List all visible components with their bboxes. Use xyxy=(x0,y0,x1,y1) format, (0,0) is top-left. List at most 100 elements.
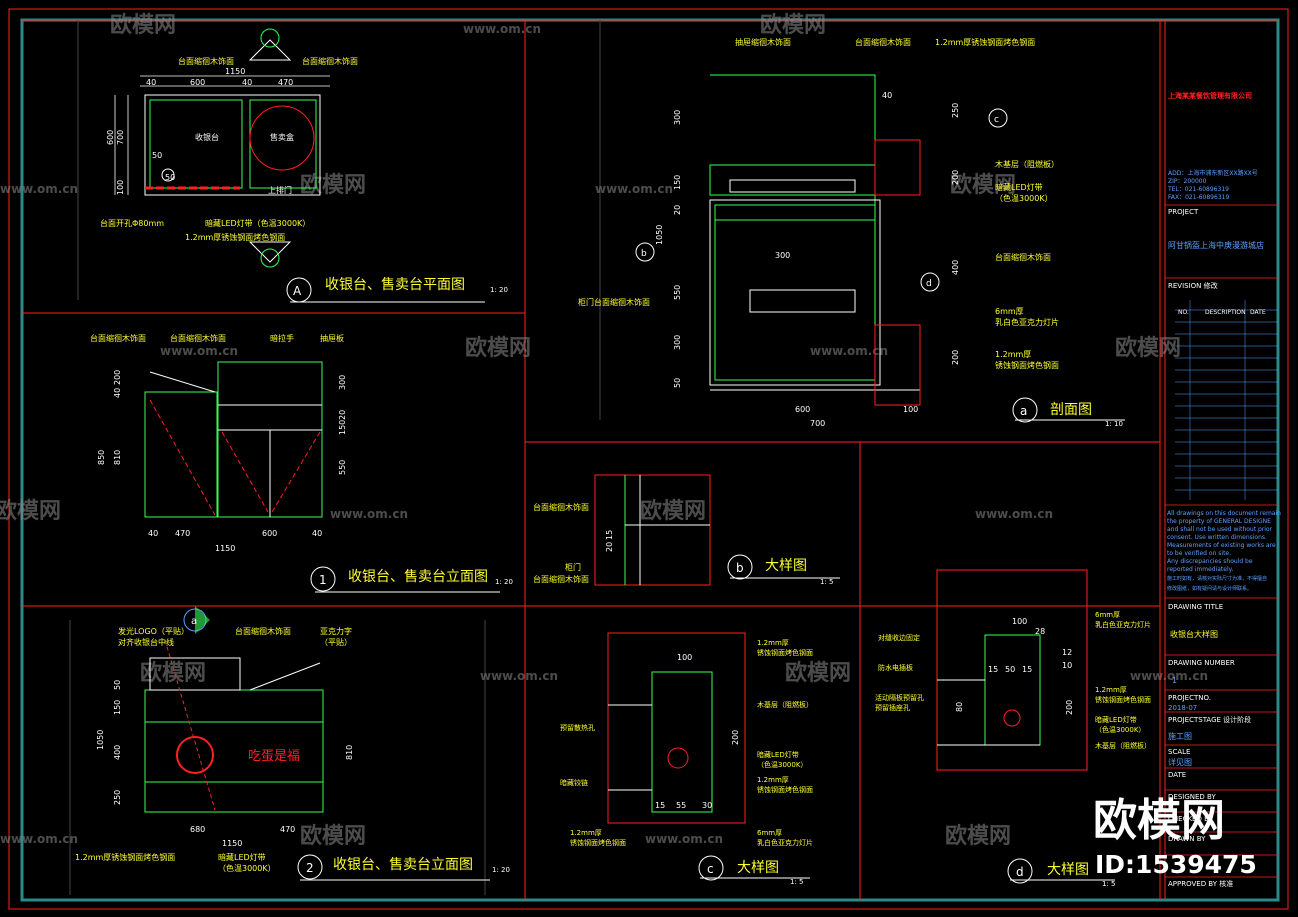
svg-text:100: 100 xyxy=(1012,617,1027,626)
svg-text:40: 40 xyxy=(148,529,158,538)
svg-text:木基层（阻燃板）: 木基层（阻燃板） xyxy=(757,700,813,709)
svg-text:600: 600 xyxy=(106,130,115,145)
sheet-frame xyxy=(8,8,1289,910)
svg-text:预留散热孔: 预留散热孔 xyxy=(560,723,595,732)
svg-text:50: 50 xyxy=(673,378,682,388)
svg-text:700: 700 xyxy=(116,130,125,145)
svg-text:700: 700 xyxy=(810,419,825,428)
svg-text:PROJECT: PROJECT xyxy=(1168,208,1199,216)
detail-view-b: 台面缩徊木饰面 柜门 台面缩徊木饰面 15 20 b 大样图 1: 5 xyxy=(533,474,840,586)
svg-text:大样图: 大样图 xyxy=(1047,862,1089,878)
svg-text:（平贴）: （平贴） xyxy=(320,637,352,647)
svg-text:80: 80 xyxy=(955,702,964,712)
svg-text:150: 150 xyxy=(338,420,347,435)
svg-text:抽屉缩徊木饰面: 抽屉缩徊木饰面 xyxy=(735,37,791,47)
svg-text:（色温3000K）: （色温3000K） xyxy=(218,863,276,873)
svg-text:DESIGNED BY: DESIGNED BY xyxy=(1168,793,1216,801)
svg-text:1.2mm厚: 1.2mm厚 xyxy=(1095,686,1127,694)
svg-text:200: 200 xyxy=(731,730,740,745)
svg-text:1150: 1150 xyxy=(215,544,235,553)
svg-text:1: 1 xyxy=(319,573,327,587)
svg-text:售卖盒: 售卖盒 xyxy=(270,132,294,142)
svg-text:1: 5: 1: 5 xyxy=(790,878,804,886)
svg-text:www.om.cn: www.om.cn xyxy=(0,832,78,846)
svg-text:台面缩徊木饰面: 台面缩徊木饰面 xyxy=(533,574,589,584)
svg-text:锈蚀钢面烤色钢面: 锈蚀钢面烤色钢面 xyxy=(570,838,626,847)
svg-text:550: 550 xyxy=(673,285,682,300)
svg-text:收银台、售卖台立面图: 收银台、售卖台立面图 xyxy=(333,857,473,873)
svg-text:100: 100 xyxy=(116,180,125,195)
svg-text:阿甘锅盔上海中庚漫游城店: 阿甘锅盔上海中庚漫游城店 xyxy=(1168,240,1264,250)
svg-text:欧模网: 欧模网 xyxy=(300,823,366,849)
svg-text:d: d xyxy=(1016,865,1024,879)
svg-text:欧模网: 欧模网 xyxy=(110,12,176,38)
svg-text:对缝收边固定: 对缝收边固定 xyxy=(878,633,920,642)
svg-text:300: 300 xyxy=(673,110,682,125)
svg-text:REVISION 修改: REVISION 修改 xyxy=(1168,281,1218,290)
svg-text:Any discrepancies should be: Any discrepancies should be xyxy=(1167,558,1253,565)
svg-text:10: 10 xyxy=(1062,661,1072,670)
svg-text:乳白色亚克力灯片: 乳白色亚克力灯片 xyxy=(995,317,1059,327)
svg-text:预留插座孔: 预留插座孔 xyxy=(875,703,910,712)
svg-text:详见图: 详见图 xyxy=(1168,757,1192,767)
svg-text:DATE: DATE xyxy=(1168,771,1186,779)
svg-text:乳白色亚克力灯片: 乳白色亚克力灯片 xyxy=(757,838,813,847)
svg-text:CHECKED BY: CHECKED BY xyxy=(1168,815,1214,823)
svg-text:400: 400 xyxy=(113,745,122,760)
svg-text:柜门: 柜门 xyxy=(565,562,581,572)
svg-text:www.om.cn: www.om.cn xyxy=(810,344,888,358)
section-marker-icon: a xyxy=(183,606,210,634)
svg-text:台面缩徊木饰面: 台面缩徊木饰面 xyxy=(855,37,911,47)
svg-text:木基层（阻燃板）: 木基层（阻燃板） xyxy=(995,159,1059,169)
svg-text:1150: 1150 xyxy=(222,839,242,848)
svg-text:欧模网: 欧模网 xyxy=(950,172,1016,198)
svg-text:ID:1539475: ID:1539475 xyxy=(1095,850,1257,879)
svg-text:1: 1 xyxy=(1172,676,1177,685)
svg-text:1: 20: 1: 20 xyxy=(495,578,513,586)
svg-text:暗藏铰链: 暗藏铰链 xyxy=(560,778,588,787)
svg-text:欧模网: 欧模网 xyxy=(300,172,366,198)
svg-text:40: 40 xyxy=(312,529,322,538)
svg-text:收银台、售卖台立面图: 收银台、售卖台立面图 xyxy=(348,569,488,585)
svg-text:APPROVED BY 核准: APPROVED BY 核准 xyxy=(1168,879,1233,888)
svg-text:PROJECTSTAGE 设计阶段: PROJECTSTAGE 设计阶段 xyxy=(1168,715,1251,724)
svg-text:b: b xyxy=(736,561,744,575)
svg-text:15: 15 xyxy=(605,530,614,540)
svg-text:6mm厚: 6mm厚 xyxy=(757,829,782,837)
elevation-view-2: a 吃蛋是福 发光LOGO（平贴） 对齐收银台中线 台面缩徊木饰面 亚克力字 （… xyxy=(75,606,510,881)
svg-text:c: c xyxy=(707,862,714,876)
svg-text:and shall not be used without: and shall not be used without prior xyxy=(1167,526,1273,533)
svg-text:www.om.cn: www.om.cn xyxy=(645,832,723,846)
svg-text:1150: 1150 xyxy=(225,67,245,76)
svg-text:锈蚀钢面烤色钢面: 锈蚀钢面烤色钢面 xyxy=(757,785,813,794)
svg-text:20: 20 xyxy=(338,410,347,420)
svg-text:1.2mm厚锈蚀钢面烤色钢面: 1.2mm厚锈蚀钢面烤色钢面 xyxy=(75,852,175,862)
svg-text:暗藏LED灯带: 暗藏LED灯带 xyxy=(995,182,1043,192)
svg-text:1.2mm厚: 1.2mm厚 xyxy=(995,350,1031,359)
svg-text:600: 600 xyxy=(190,78,205,87)
svg-text:300: 300 xyxy=(775,251,790,260)
svg-text:150: 150 xyxy=(673,175,682,190)
svg-text:20: 20 xyxy=(605,542,614,552)
svg-text:50: 50 xyxy=(1005,665,1015,674)
svg-text:20: 20 xyxy=(673,205,682,215)
svg-text:810: 810 xyxy=(113,450,122,465)
svg-text:reported immediately.: reported immediately. xyxy=(1167,566,1233,573)
svg-text:2: 2 xyxy=(306,861,314,875)
svg-text:暗藏LED灯带（色温3000K）: 暗藏LED灯带（色温3000K） xyxy=(205,218,310,228)
svg-text:1.2mm厚锈蚀钢面烤色钢面: 1.2mm厚锈蚀钢面烤色钢面 xyxy=(935,37,1035,47)
svg-text:大样图: 大样图 xyxy=(765,558,807,574)
svg-text:活动隔板预留孔: 活动隔板预留孔 xyxy=(875,693,924,702)
svg-text:欧模网: 欧模网 xyxy=(465,335,531,361)
svg-text:DATE: DATE xyxy=(1250,309,1266,316)
svg-text:台面缩徊木饰面: 台面缩徊木饰面 xyxy=(995,252,1051,262)
svg-text:50: 50 xyxy=(165,173,175,182)
svg-text:15: 15 xyxy=(1022,665,1032,674)
svg-text:Measurements of existing works: Measurements of existing works are xyxy=(1167,542,1276,549)
svg-text:PROJECTNO.: PROJECTNO. xyxy=(1168,694,1211,702)
svg-text:250: 250 xyxy=(113,790,122,805)
svg-text:欧模网: 欧模网 xyxy=(785,660,851,686)
watermark-layer: 欧模网 欧模网 欧模网 欧模网 欧模网 欧模网 欧模网 欧模网 欧模网 欧模网 … xyxy=(0,12,1208,849)
svg-text:40: 40 xyxy=(242,78,252,87)
svg-text:55: 55 xyxy=(676,801,686,810)
